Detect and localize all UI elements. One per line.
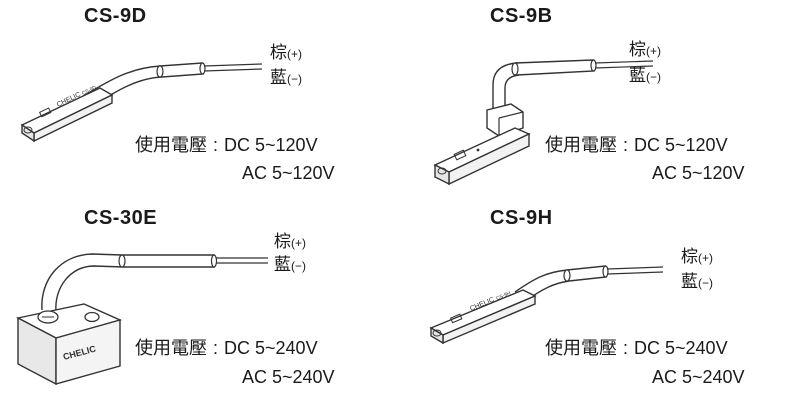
model-title: CS-9H: [490, 207, 553, 229]
wire-brown-label: 棕(+): [629, 40, 661, 59]
wire-brown-label: 棕(+): [270, 43, 302, 62]
voltage-dc-row: 使用電壓:DC 5~240V: [135, 338, 318, 358]
voltage-ac-row: AC 5~120V: [652, 163, 745, 183]
panel-cs-30e: CHELIC CS-30E 棕(+) 藍(−) 使用電壓:DC 5~240V A…: [0, 200, 395, 400]
voltage-dc-row: 使用電壓:DC 5~120V: [545, 135, 728, 155]
wire-blue-label: 藍(−): [270, 68, 302, 87]
panel-cs-9b: CS-9B 棕(+) 藍(−) 使用電壓:DC 5~120V AC 5~120V: [395, 0, 790, 200]
wire-brown-label: 棕(+): [274, 232, 306, 251]
voltage-ac-row: AC 5~240V: [652, 367, 745, 387]
voltage-ac-row: AC 5~120V: [242, 163, 335, 183]
voltage-dc-row: 使用電壓:DC 5~120V: [135, 135, 318, 155]
sensor-cs-9h-illustration: CHELIC CS-9H: [429, 265, 664, 345]
model-title: CS-9B: [490, 5, 553, 27]
wire-blue-label: 藍(−): [274, 255, 306, 274]
sensor-cs-9d-illustration: CHELIC CS-9D: [20, 62, 263, 143]
voltage-dc-row: 使用電壓:DC 5~240V: [545, 338, 728, 358]
model-title: CS-30E: [84, 207, 158, 229]
sensor-cs-30e-illustration: CHELIC: [15, 253, 268, 386]
sensor-cs-9b-illustration: [433, 59, 654, 186]
wire-blue-label: 藍(−): [681, 272, 713, 291]
panel-cs-9h: CHELIC CS-9H CS-9H 棕(+) 藍(−) 使用電壓:DC 5~2…: [395, 200, 790, 400]
voltage-ac-row: AC 5~240V: [242, 367, 335, 387]
model-body-label: CS-9H: [495, 290, 512, 302]
wire-brown-label: 棕(+): [681, 247, 713, 266]
model-title: CS-9D: [84, 5, 147, 27]
wire-blue-label: 藍(−): [629, 66, 661, 85]
panel-cs-9d: CHELIC CS-9D CS-9D 棕(+) 藍(−) 使用電壓:DC 5~1…: [0, 0, 395, 200]
